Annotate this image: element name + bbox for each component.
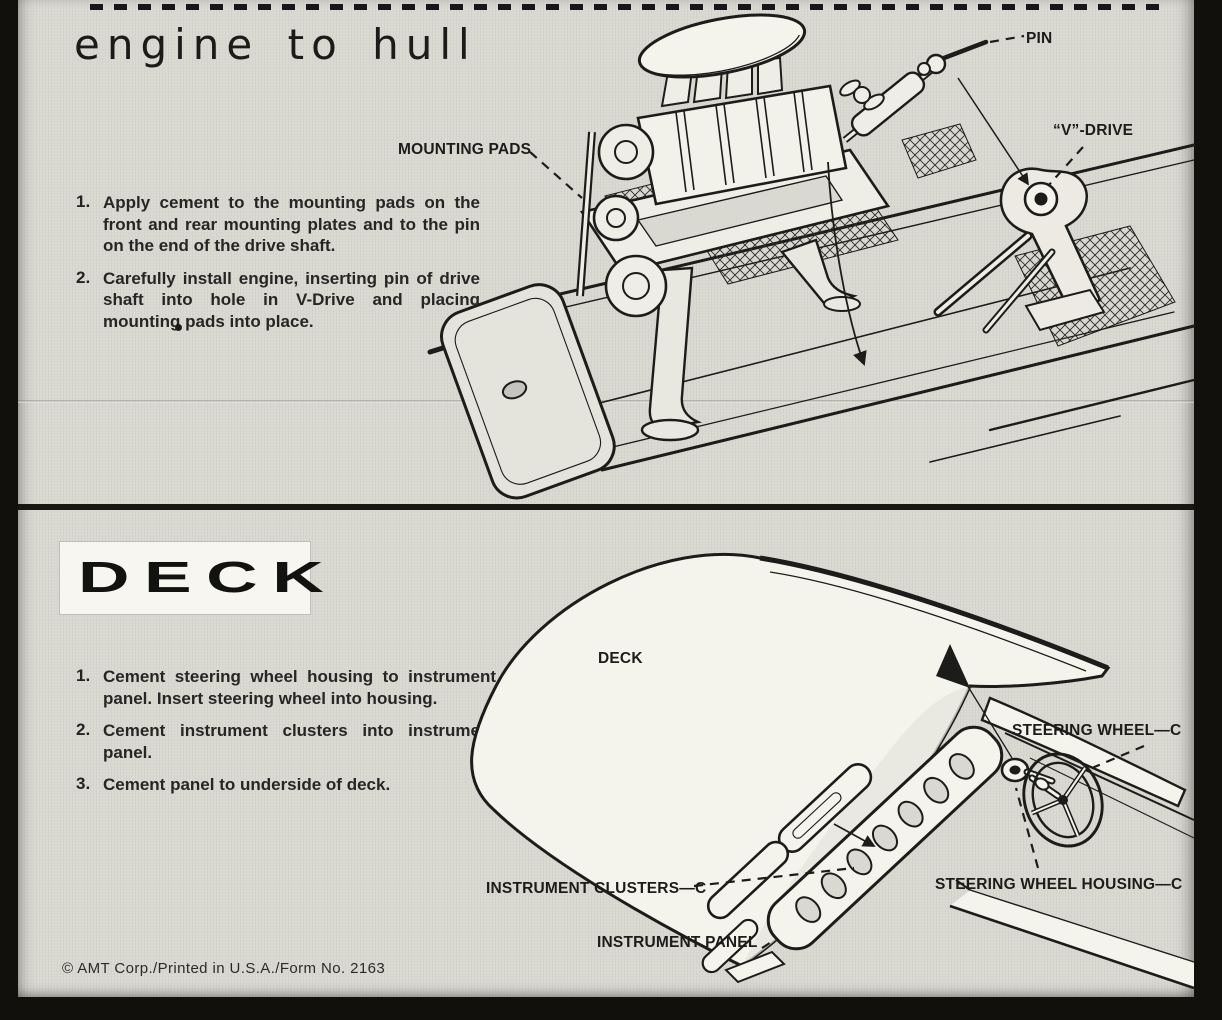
front-pulleys-and-belt — [576, 123, 668, 318]
leader-lines — [693, 744, 1145, 949]
cluster-insert-arrow — [833, 823, 876, 847]
instrument-clusters-label: INSTRUMENT CLUSTERS—C — [486, 880, 707, 897]
engine-to-hull-diagram — [427, 13, 1196, 500]
deck-step-2: 2. Cement instrument clusters into instr… — [76, 720, 496, 763]
steering-wheel-housing-leader — [1014, 787, 1040, 869]
step-text: Cement instrument clusters into instrume… — [103, 721, 496, 762]
steering-wheel-part — [1022, 752, 1104, 848]
step-text: Apply cement to the mounting pads on the… — [103, 193, 480, 256]
deck-section-title-box: DECK — [60, 542, 324, 614]
step-number: 1. — [76, 192, 91, 211]
deck-step-1: 1. Cement steering wheel housing to inst… — [76, 666, 496, 709]
v-drive-unit — [933, 167, 1106, 334]
step-text: Cement steering wheel housing to instrum… — [103, 667, 496, 708]
mounting-pads-leader — [529, 151, 583, 199]
printing-dot-artifact — [175, 324, 182, 331]
step-number: 1. — [76, 666, 91, 685]
engine-instructions: 1. Apply cement to the mounting pads on … — [76, 192, 480, 343]
instrument-clusters-leader — [693, 866, 855, 888]
leader-lines — [529, 34, 1084, 199]
engine-step-1: 1. Apply cement to the mounting pads on … — [76, 192, 480, 257]
step-text: Carefully install engine, inserting pin … — [103, 268, 480, 331]
pin-label: PIN — [1026, 30, 1053, 47]
notch-to-housing-line — [963, 679, 1013, 759]
step-number: 2. — [76, 267, 91, 287]
hull-transom — [440, 283, 616, 500]
drive-shaft — [842, 39, 989, 143]
copyright-line: © AMT Corp./Printed in U.S.A./Form No. 2… — [62, 960, 386, 977]
deck-notch — [936, 644, 970, 688]
pin-tip — [941, 39, 989, 61]
blower-scoop — [637, 13, 807, 79]
pin-insertion-line — [957, 77, 1029, 186]
install-direction-arrow — [827, 161, 867, 367]
engine-section-title: engine to hull — [74, 20, 477, 69]
supercharger-block — [636, 84, 848, 206]
step-number: 3. — [76, 774, 91, 794]
mounting-pads-label: MOUNTING PADS — [398, 141, 532, 158]
deck-callout-label: DECK — [598, 650, 643, 667]
wing-nut — [839, 79, 885, 111]
steering-wheel-housing-part — [1000, 757, 1056, 785]
instrument-panel-label: INSTRUMENT PANEL — [597, 934, 758, 951]
engine — [576, 13, 891, 442]
deck-step-3: 3. Cement panel to underside of deck. — [76, 774, 496, 796]
deck-assembly-diagram — [470, 552, 1195, 990]
section-divider-rule — [18, 504, 1194, 510]
pin-leader — [989, 34, 1025, 44]
step-number: 2. — [76, 720, 91, 740]
deck-instructions: 1. Cement steering wheel housing to inst… — [76, 666, 496, 807]
v-drive-label: “V”-DRIVE — [1053, 122, 1134, 139]
windshield-edge — [980, 696, 1195, 839]
engine-step-2: 2. Carefully install engine, inserting p… — [76, 268, 480, 333]
perforation-dashed-line — [90, 4, 1170, 10]
instrument-panel-part — [766, 725, 1195, 990]
v-drive-leader — [1047, 146, 1084, 187]
step-text: Cement panel to underside of deck. — [103, 775, 391, 795]
steering-wheel-housing-label: STEERING WHEEL HOUSING—C — [935, 876, 1183, 893]
steering-wheel-label: STEERING WHEEL—C — [1012, 722, 1182, 739]
instrument-panel-leader — [761, 938, 777, 949]
instruction-sheet-paper: engine to hull 1. Apply cement to the mo… — [18, 0, 1196, 997]
deck-section-title: DECK — [78, 553, 339, 602]
